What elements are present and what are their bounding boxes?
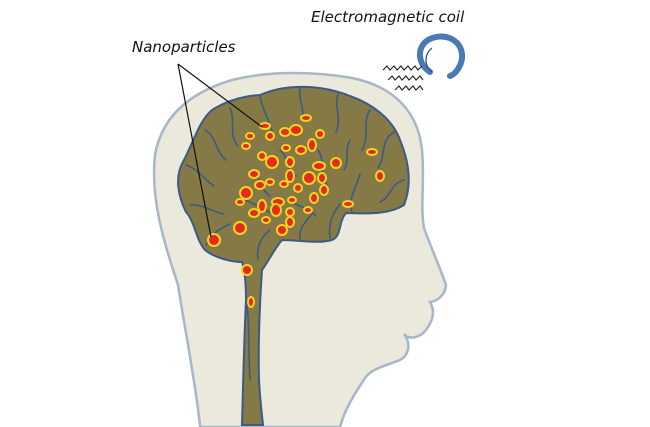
coil-icon <box>417 33 466 79</box>
nanoparticle <box>312 161 326 171</box>
nanoparticle <box>276 224 288 236</box>
nanoparticle <box>241 142 251 150</box>
nanoparticles-label: Nanoparticles <box>132 38 236 56</box>
nanoparticle <box>257 199 267 213</box>
nanoparticle <box>265 131 275 141</box>
brain-sulci <box>185 87 405 381</box>
nanoparticle <box>207 233 221 247</box>
nanoparticle <box>285 207 295 217</box>
nanoparticle <box>248 208 260 218</box>
nanoparticle <box>366 148 378 156</box>
nanoparticle <box>281 144 291 152</box>
nanoparticle <box>330 157 342 169</box>
nanoparticle <box>241 264 253 276</box>
nanoparticle <box>285 156 295 168</box>
nanoparticle <box>317 172 327 184</box>
nanoparticle <box>235 198 245 206</box>
nanoparticles-group <box>207 114 385 308</box>
pointer-line-upper <box>177 63 263 128</box>
nanoparticle <box>247 296 255 308</box>
nanoparticle <box>265 155 279 169</box>
nanoparticle <box>261 216 271 224</box>
nanoparticle <box>319 184 329 196</box>
nanoparticle <box>239 186 253 200</box>
nanoparticle <box>245 132 255 140</box>
nanoparticles-pointer-lines <box>177 63 263 238</box>
nanoparticle <box>315 129 325 139</box>
nanoparticle <box>285 169 295 183</box>
nanoparticle <box>270 203 282 217</box>
nanoparticle <box>289 124 303 136</box>
field-waves-icon <box>382 65 424 91</box>
nanoparticle <box>375 170 385 182</box>
nanoparticle <box>248 169 260 179</box>
nanoparticle <box>302 171 316 185</box>
nanoparticle <box>257 151 267 161</box>
nanoparticle <box>307 138 317 152</box>
pointer-line-lower <box>177 63 212 238</box>
nanoparticle <box>293 183 303 193</box>
nanoparticle <box>265 178 275 186</box>
nanoparticle <box>287 196 297 204</box>
nanoparticle <box>342 200 354 208</box>
nanoparticle <box>279 180 289 188</box>
nanoparticle <box>300 114 312 122</box>
nanoparticle <box>285 216 295 228</box>
nanoparticle <box>295 145 307 155</box>
brain <box>177 85 410 426</box>
nanoparticle <box>303 206 313 214</box>
nanoparticle <box>254 180 266 190</box>
coil-label: Electromagnetic coil <box>311 8 465 26</box>
nanoparticle <box>309 192 319 204</box>
nanoparticle <box>279 127 291 137</box>
nanoparticle <box>233 221 247 235</box>
